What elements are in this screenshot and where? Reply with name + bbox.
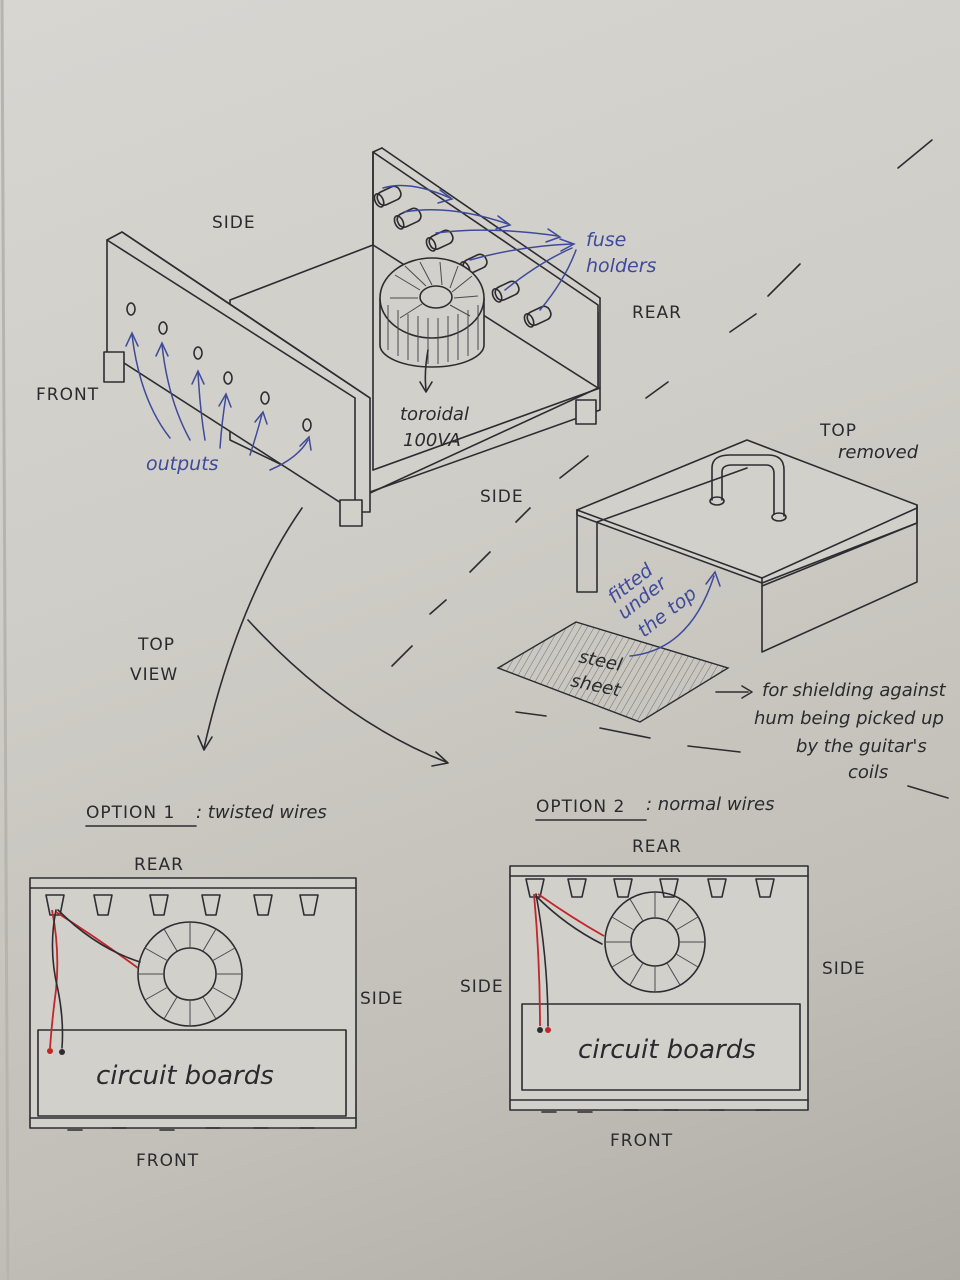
carry-handle <box>711 454 785 517</box>
option-1-circuit-boards <box>37 1029 347 1117</box>
diagonal-divider <box>391 139 949 799</box>
option-1-diagram: OPTION 1 : twisted wires REAR SIDE FRONT <box>29 802 404 1171</box>
output-jacks <box>126 302 312 432</box>
option-2-rear: REAR <box>632 837 682 857</box>
label-top-view-2: VIEW <box>130 665 178 685</box>
option-1-toroid <box>137 921 243 1027</box>
label-100va: 100VA <box>403 430 461 451</box>
label-shield-4: coils <box>848 762 888 783</box>
option-2-side-right: SIDE <box>822 959 866 979</box>
option-2-front: FRONT <box>610 1131 673 1151</box>
label-shield-2: hum being picked up <box>754 708 944 729</box>
option-2-toroid <box>604 891 706 993</box>
label-shield-1: for shielding against <box>762 680 947 701</box>
label-top-removed-2: removed <box>838 442 919 463</box>
label-holders: holders <box>586 255 657 277</box>
option-2-subtitle: : normal wires <box>646 794 774 815</box>
option-1-fuse-holders <box>45 894 319 916</box>
option-2-heading: OPTION 2 <box>536 797 625 817</box>
option-2-side-left: SIDE <box>460 977 504 997</box>
option-1-twisted-wires <box>47 909 141 1055</box>
foot-front-left <box>103 351 125 383</box>
fuse-arrows <box>382 184 577 311</box>
option-1-side: SIDE <box>360 989 404 1009</box>
label-side-top: SIDE <box>212 213 256 233</box>
foot-front-right <box>339 499 363 527</box>
steel-sheet <box>496 621 730 723</box>
toroidal-transformer <box>379 257 485 368</box>
option-1-rear: REAR <box>134 855 184 875</box>
label-fuse: fuse <box>586 229 626 251</box>
label-top-removed-1: TOP <box>819 421 857 441</box>
label-toroidal: toroidal <box>400 404 469 425</box>
fuse-holders <box>373 185 552 328</box>
top-cover-sketch <box>576 439 918 653</box>
fitted-arrow <box>629 575 715 657</box>
option-2-diagram: OPTION 2 : normal wires REAR SIDE SIDE F… <box>460 794 866 1151</box>
option-2-normal-wires <box>533 893 605 1033</box>
option-1-subtitle: : twisted wires <box>196 802 327 823</box>
label-outputs: outputs <box>146 453 219 475</box>
label-front: FRONT <box>36 385 99 405</box>
label-rear: REAR <box>632 303 682 323</box>
page-margin-line <box>0 0 10 1280</box>
option-1-heading: OPTION 1 <box>86 803 175 823</box>
option-2-circuit-boards <box>521 1003 801 1091</box>
top-view-arrows <box>197 507 449 767</box>
label-shield-3: by the guitar's <box>796 736 927 757</box>
outputs-arrows <box>125 331 312 471</box>
label-side-bottom: SIDE <box>480 487 524 507</box>
option-1-front: FRONT <box>136 1151 199 1171</box>
option-2-boards-label: circuit boards <box>578 1035 756 1065</box>
foot-rear-right <box>575 399 597 425</box>
option-2-fuse-holders <box>525 878 775 898</box>
label-top-view-1: TOP <box>137 635 175 655</box>
option-1-boards-label: circuit boards <box>96 1061 274 1091</box>
